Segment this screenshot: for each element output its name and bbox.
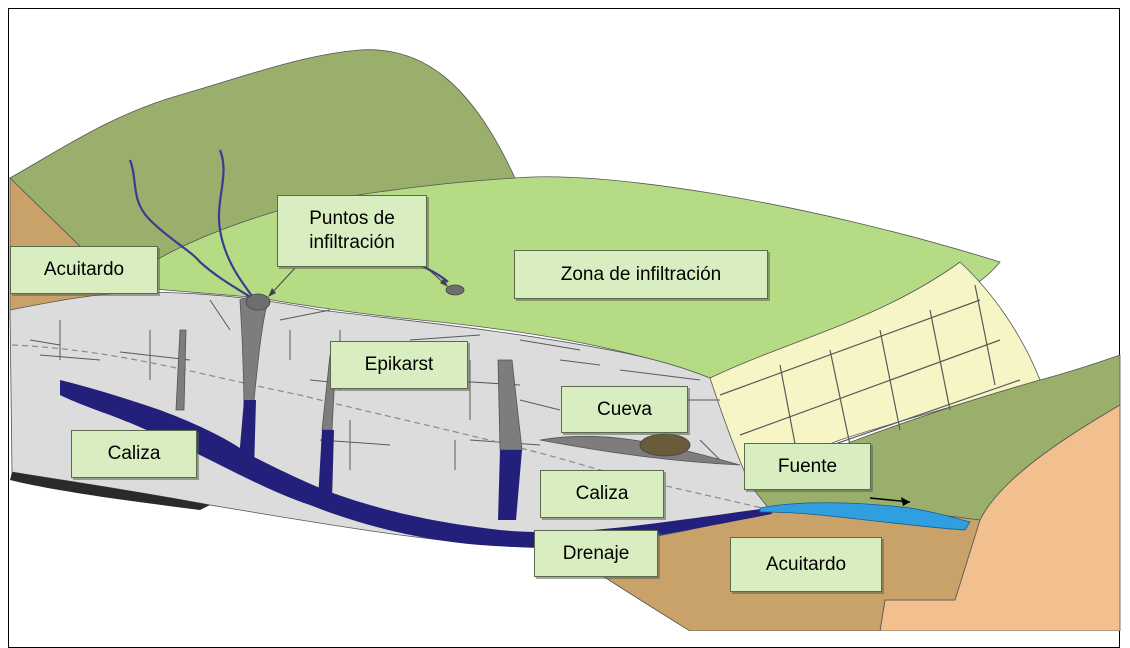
label-drenaje: Drenaje bbox=[534, 530, 658, 577]
pointer-arrow-2-head bbox=[440, 278, 448, 287]
label-fuente: Fuente bbox=[744, 443, 871, 490]
label-epikarst: Epikarst bbox=[330, 341, 468, 389]
conduit-branch-2 bbox=[318, 430, 334, 500]
cave-chamber bbox=[639, 433, 691, 457]
conduit-branch-3 bbox=[498, 450, 522, 520]
label-text-line2: infiltración bbox=[309, 232, 395, 253]
label-text: Cueva bbox=[597, 398, 652, 420]
sinkhole-2 bbox=[445, 284, 465, 296]
label-text: Drenaje bbox=[562, 542, 630, 564]
aquitard-right bbox=[879, 404, 1121, 631]
label-cueva: Cueva bbox=[561, 386, 688, 433]
label-text: Acuitardo bbox=[43, 259, 125, 281]
label-puntos-infiltracion: Puntos de infiltración bbox=[277, 195, 427, 267]
label-text: Caliza bbox=[107, 443, 161, 465]
solution-features bbox=[175, 296, 741, 466]
label-text: Zona de infiltración bbox=[560, 263, 722, 285]
label-acuitardo-bottom: Acuitardo bbox=[730, 537, 882, 592]
sinkhole-1 bbox=[245, 293, 271, 311]
label-text: Caliza bbox=[575, 483, 629, 505]
label-acuitardo-top: Acuitardo bbox=[10, 246, 158, 294]
pointer-arrow-1-head bbox=[268, 288, 276, 297]
label-caliza-left: Caliza bbox=[71, 430, 197, 478]
label-zona-infiltracion: Zona de infiltración bbox=[514, 250, 768, 299]
base-shadow bbox=[10, 472, 210, 510]
conduit-branch-1 bbox=[238, 400, 256, 470]
label-text-line1: Puntos de bbox=[309, 208, 395, 230]
fissures-yellow bbox=[719, 284, 1021, 471]
flow-arrowhead bbox=[901, 497, 910, 506]
spring-outflow bbox=[759, 502, 971, 531]
label-text: Acuitardo bbox=[765, 553, 847, 575]
label-caliza-center: Caliza bbox=[540, 470, 664, 518]
label-text: Epikarst bbox=[364, 354, 434, 376]
pointer-arrow-1 bbox=[269, 267, 296, 296]
water-table bbox=[11, 344, 771, 511]
label-text: Fuente bbox=[777, 455, 838, 477]
